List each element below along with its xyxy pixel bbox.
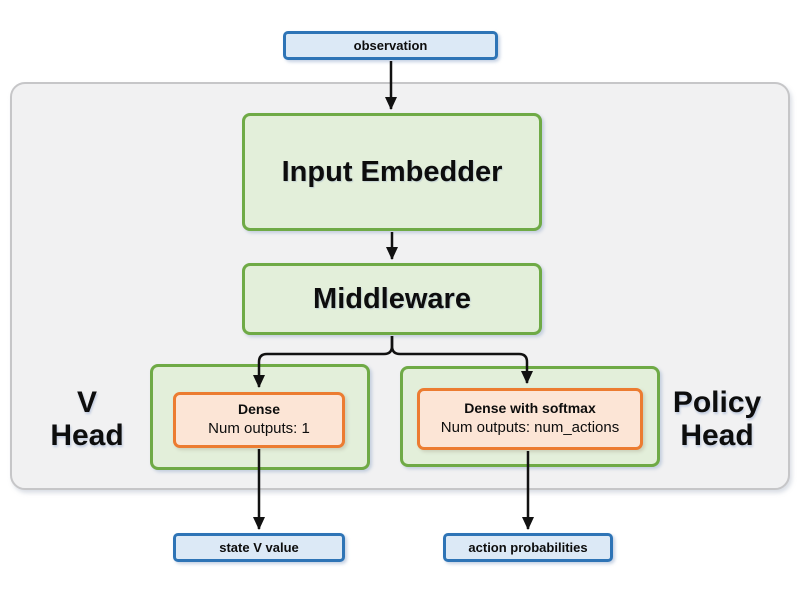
node-policy-dense-subtitle: Num outputs: num_actions (440, 419, 620, 437)
node-observation: observation (283, 31, 498, 60)
node-middleware: Middleware (242, 263, 542, 335)
v-head-label-line2: Head (50, 419, 124, 452)
node-input-embedder-label: Input Embedder (281, 155, 503, 188)
node-observation-label: observation (353, 38, 428, 53)
node-v-dense-title: Dense (237, 401, 281, 418)
node-state-v-value: state V value (173, 533, 345, 562)
node-v-dense: Dense Num outputs: 1 (173, 392, 345, 448)
node-policy-dense: Dense with softmax Num outputs: num_acti… (417, 388, 643, 450)
node-state-v-value-label: state V value (219, 540, 299, 555)
node-v-dense-subtitle: Num outputs: 1 (208, 420, 310, 438)
node-input-embedder: Input Embedder (242, 113, 542, 231)
v-head-label-line1: V (76, 386, 97, 419)
policy-head-label-line2: Head (680, 419, 754, 452)
node-middleware-label: Middleware (313, 282, 471, 315)
node-action-probabilities-label: action probabilities (468, 540, 588, 555)
policy-head-label: Policy Head (662, 386, 772, 452)
v-head-label: V Head (32, 386, 142, 452)
node-action-probabilities: action probabilities (443, 533, 613, 562)
policy-head-label-line1: Policy (672, 386, 762, 419)
node-policy-dense-title: Dense with softmax (464, 400, 596, 417)
